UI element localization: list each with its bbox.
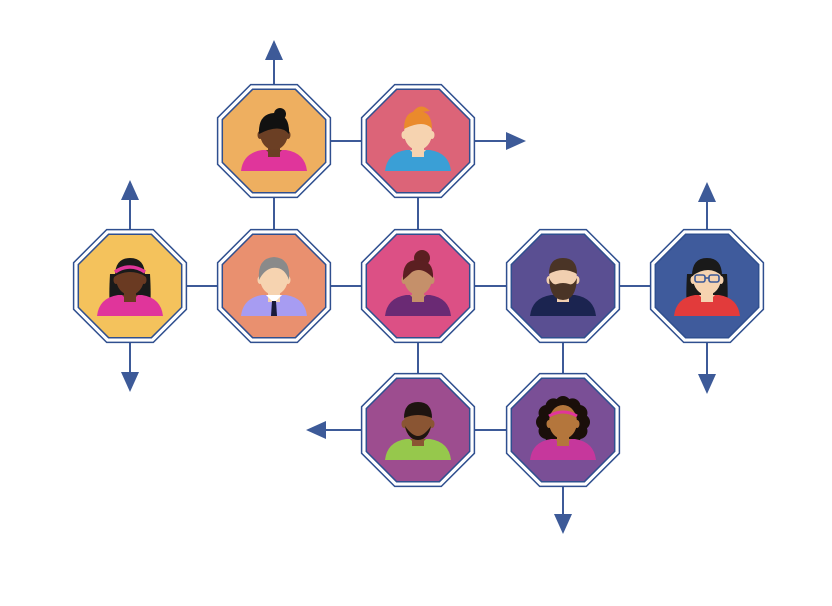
person-short-beard-icon (385, 402, 451, 460)
node-man-beard (505, 228, 621, 344)
node-woman-ponytail (216, 83, 332, 199)
arrow-up-right (698, 182, 716, 230)
arrow-right-top (474, 132, 526, 150)
person-curly-hair-icon (530, 396, 596, 460)
nodes (72, 83, 765, 488)
person-ginger-icon (385, 106, 451, 171)
person-ponytail-icon (241, 108, 307, 171)
person-beard-icon (530, 258, 596, 316)
arrows (121, 40, 716, 534)
arrow-down-bottom (554, 486, 572, 534)
person-headband-icon (97, 258, 163, 316)
node-woman-glasses (649, 228, 765, 344)
node-woman-curly (505, 372, 621, 488)
node-woman-bun (360, 228, 476, 344)
node-woman-headband (72, 228, 188, 344)
arrow-up-top (265, 40, 283, 86)
node-man-gray (216, 228, 332, 344)
arrow-left-bottom (306, 421, 362, 439)
arrow-down-left (121, 342, 139, 392)
node-man-dark (360, 372, 476, 488)
node-man-ginger (360, 83, 476, 199)
arrow-down-right (698, 342, 716, 394)
arrow-up-left (121, 180, 139, 230)
person-bun-icon (385, 250, 451, 316)
person-gray-hair-icon (241, 257, 307, 316)
person-glasses-icon (674, 258, 740, 316)
